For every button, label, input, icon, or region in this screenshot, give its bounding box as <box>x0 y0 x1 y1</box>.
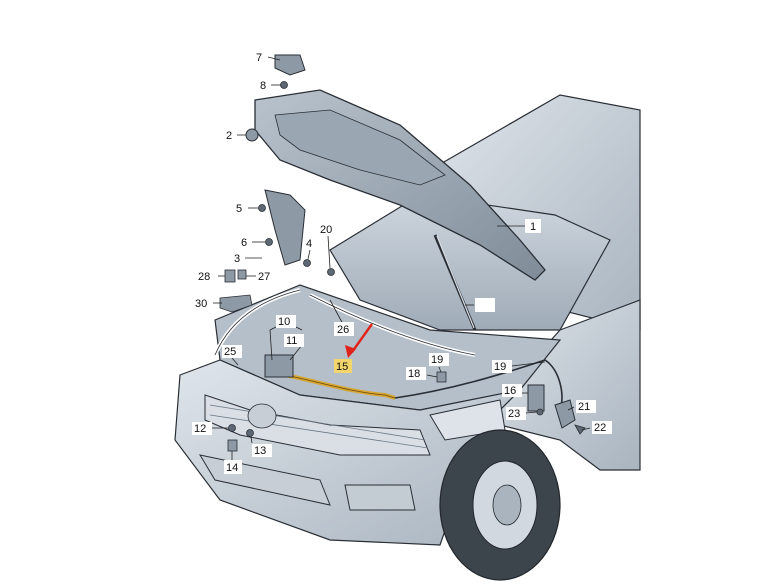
leader-lines <box>212 56 591 460</box>
release-lever <box>554 399 576 429</box>
svg-text:12: 12 <box>194 423 206 435</box>
part-label-18[interactable]: 18 <box>406 367 426 380</box>
part-label-7[interactable]: 7 <box>253 51 267 64</box>
part-label-5[interactable]: 5 <box>233 202 247 215</box>
part-label-1[interactable]: 1 <box>525 219 541 233</box>
part-label-21[interactable]: 21 <box>576 400 596 413</box>
hinge-upper-part <box>274 54 306 76</box>
part-label-20[interactable]: 20 <box>318 223 338 236</box>
release-cable <box>394 359 563 411</box>
svg-text:28: 28 <box>198 271 210 283</box>
svg-text:16: 16 <box>504 385 516 397</box>
part-label-27[interactable]: 28 <box>196 270 216 283</box>
svg-text:30: 30 <box>195 298 207 310</box>
svg-text:14: 14 <box>226 462 238 474</box>
svg-text:27: 27 <box>258 271 270 283</box>
part-label-10[interactable]: 10 <box>276 315 296 328</box>
svg-text:23: 23 <box>508 408 520 420</box>
svg-text:3: 3 <box>234 253 240 265</box>
svg-text:2: 2 <box>226 130 232 142</box>
part-label-14[interactable]: 14 <box>224 460 242 474</box>
part-label-30[interactable] <box>475 298 495 312</box>
part-labels: 7 8 2 1 5 6 4 20 3 28 27 30 10 11 26 25 … <box>192 51 612 474</box>
svg-text:6: 6 <box>241 237 247 249</box>
svg-text:18: 18 <box>408 368 420 380</box>
svg-text:20: 20 <box>320 224 332 236</box>
part-label-19-center[interactable]: 19 <box>429 353 449 366</box>
part-label-28[interactable]: 30 <box>193 297 213 310</box>
release-handle <box>527 384 545 412</box>
buffer-part <box>245 128 259 142</box>
fog-light <box>344 484 416 511</box>
svg-text:1: 1 <box>530 221 536 233</box>
highlight-arrow-head <box>345 345 356 358</box>
svg-text:5: 5 <box>236 203 242 215</box>
part-label-22[interactable]: 23 <box>506 407 526 420</box>
svg-text:11: 11 <box>286 335 297 347</box>
svg-text:21: 21 <box>578 401 590 413</box>
part-label-23[interactable]: 22 <box>592 421 612 434</box>
part-label-3[interactable]: 3 <box>231 252 245 265</box>
hood-lock <box>264 354 294 378</box>
svg-text:26: 26 <box>337 324 349 336</box>
part-label-2[interactable]: 2 <box>223 129 237 142</box>
part-label-26[interactable]: 27 <box>256 270 276 283</box>
svg-text:8: 8 <box>260 80 266 92</box>
svg-text:13: 13 <box>254 445 266 457</box>
svg-text:10: 10 <box>278 316 290 328</box>
part-label-4[interactable]: 4 <box>303 237 317 250</box>
svg-text:4: 4 <box>306 238 312 250</box>
part-label-6[interactable]: 6 <box>238 236 252 249</box>
svg-text:22: 22 <box>594 422 606 434</box>
part-label-11[interactable]: 11 <box>284 334 304 347</box>
svg-text:25: 25 <box>224 346 236 358</box>
svg-text:7: 7 <box>256 52 262 64</box>
mounting-bracket <box>219 294 253 313</box>
svg-text:19: 19 <box>494 361 506 373</box>
part-label-13[interactable]: 13 <box>252 444 272 457</box>
hinge-bracket <box>264 189 306 266</box>
highlight-arrow <box>351 323 373 353</box>
part-label-19-right[interactable]: 19 <box>492 360 512 373</box>
svg-text:15: 15 <box>336 361 348 373</box>
hood-inner-frame <box>274 109 446 186</box>
latch-clip <box>224 269 236 283</box>
part-label-8[interactable]: 8 <box>257 79 271 92</box>
part-label-25[interactable]: 26 <box>334 322 354 336</box>
svg-text:19: 19 <box>431 354 443 366</box>
part-label-12[interactable]: 12 <box>192 422 212 435</box>
part-label-16[interactable]: 16 <box>502 384 522 397</box>
part-label-24[interactable]: 25 <box>222 345 242 358</box>
part-label-15-highlighted[interactable]: 15 <box>334 359 352 373</box>
